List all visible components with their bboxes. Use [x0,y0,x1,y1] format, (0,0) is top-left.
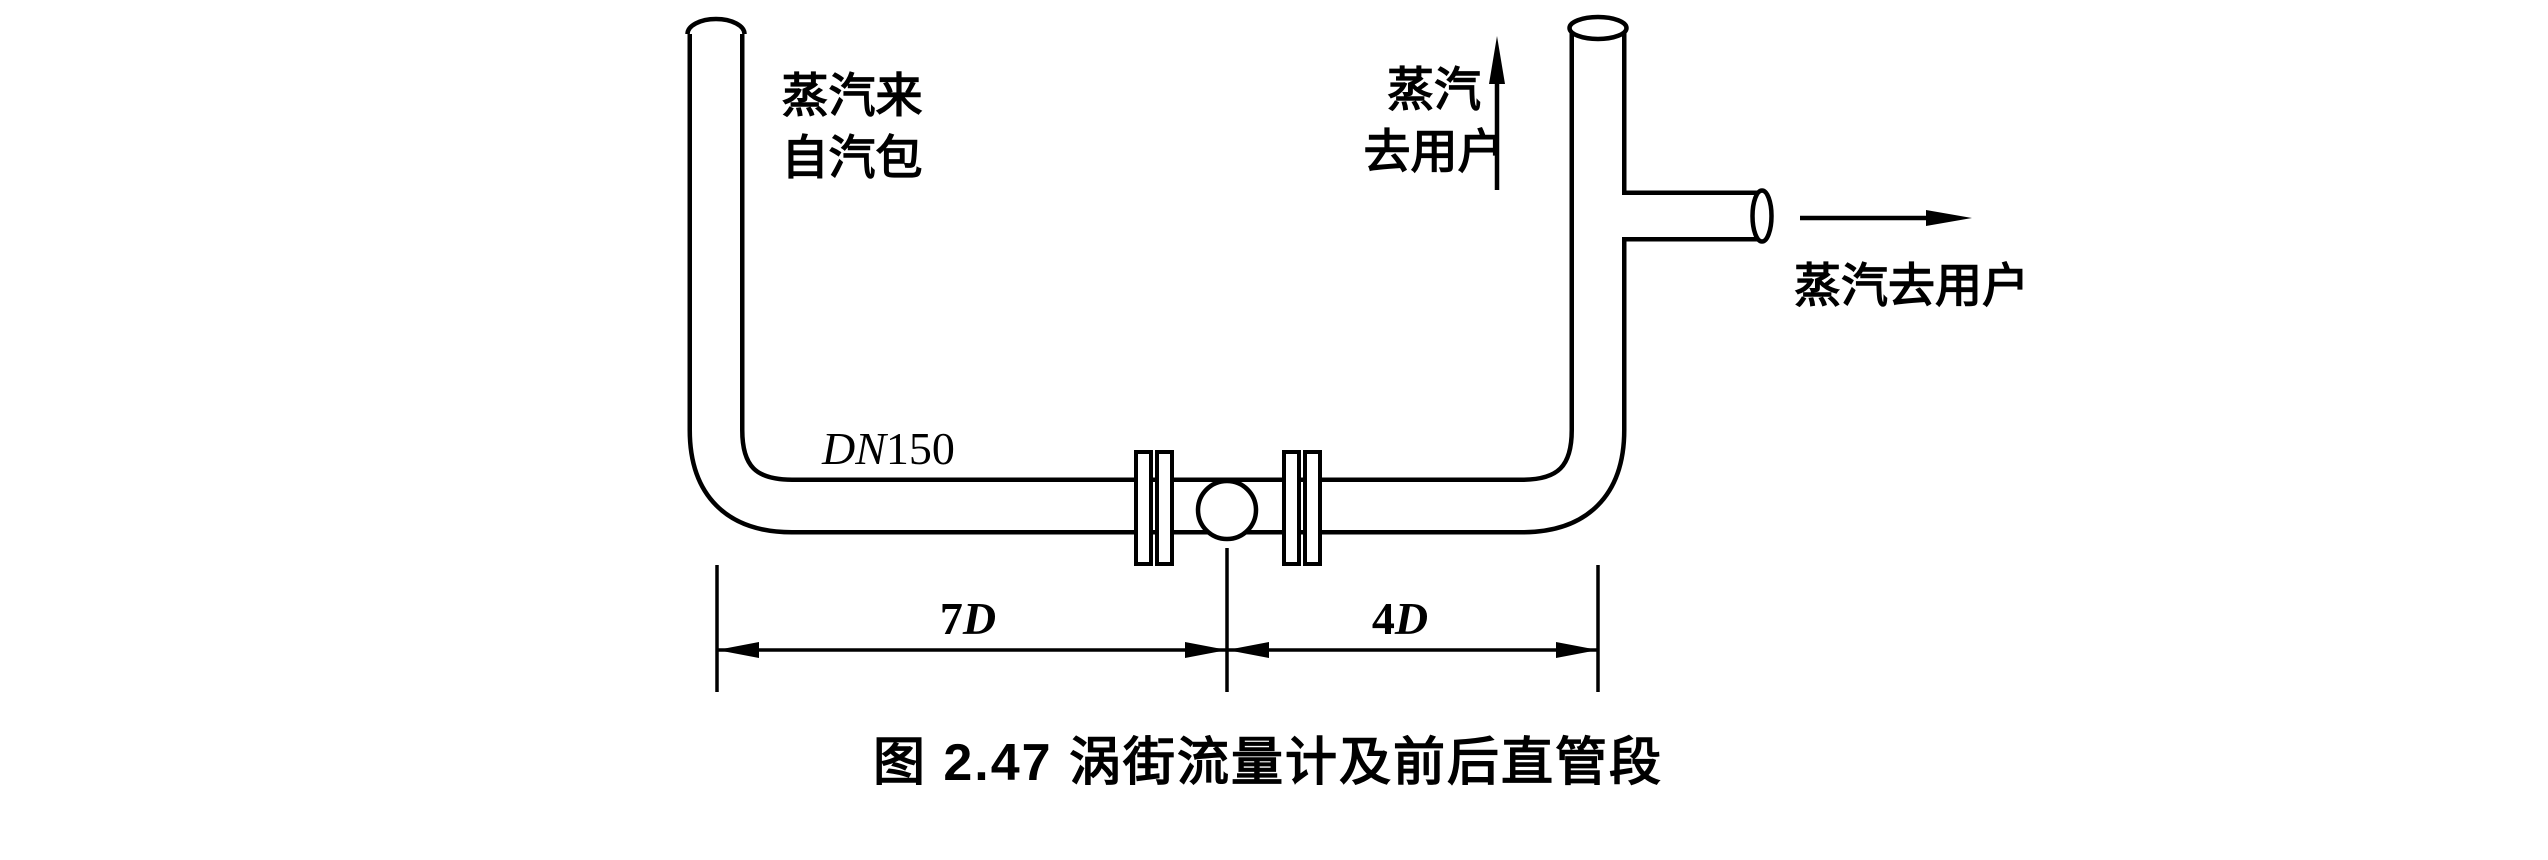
inlet-label-line1: 蒸汽来 [782,69,923,122]
dimension-downstream-label: 4D [1372,593,1428,644]
downstream-flange [1282,450,1322,566]
dimension-downstream [1227,642,1598,658]
flow-arrow-up [1489,36,1505,190]
dimension-downstream-unit: D [1394,593,1428,644]
inlet-label-line2: 自汽包 [782,131,923,184]
dimension-upstream-value: 7 [940,593,963,644]
figure-caption: 图 2.47 涡街流量计及前后直管段 [873,734,1663,792]
dimension-upstream-label: 7D [940,593,996,644]
inlet-pipe-end-cap [685,16,747,35]
outlet-right-label: 蒸汽去用户 [1794,259,2029,312]
dimension-upstream [717,642,1227,658]
branch-pipe-end-cap [1750,188,1774,244]
pipe-size-value: 150 [886,423,955,474]
vortex-flowmeter-body [1195,478,1259,542]
outlet-top-label-line1: 蒸汽 [1387,63,1481,116]
pipe-size-label: DN150 [821,423,955,474]
outlet-top-pipe-end-cap [1567,14,1629,42]
upstream-flange [1134,450,1174,566]
flow-arrow-right [1800,210,1972,226]
pipe-size-prefix: DN [821,423,888,474]
dimension-upstream-unit: D [962,593,996,644]
outlet-top-label-line2: 去用户 [1364,125,1505,178]
dimension-downstream-value: 4 [1372,593,1395,644]
